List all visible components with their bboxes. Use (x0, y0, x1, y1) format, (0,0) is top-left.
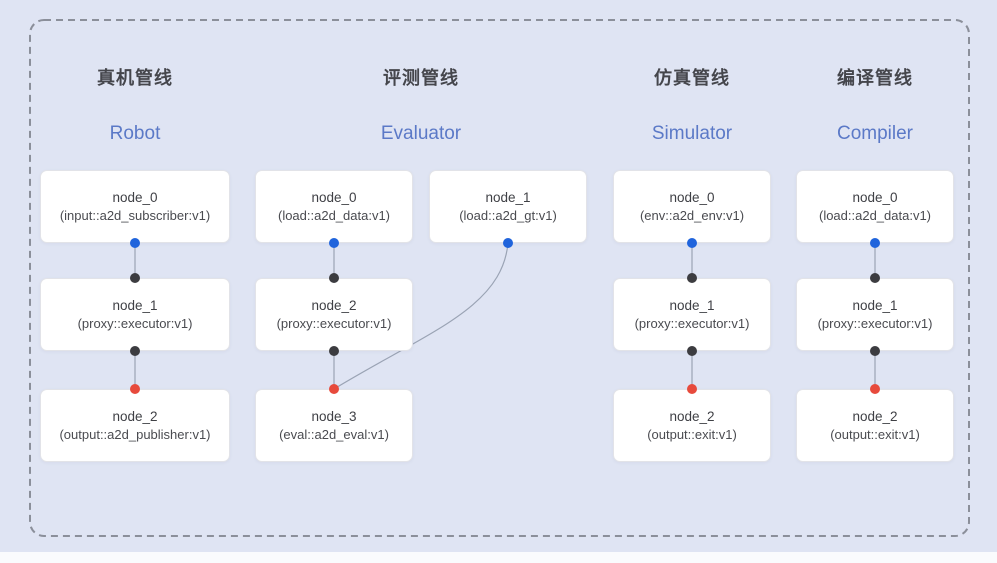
node-compiler-2[interactable]: node_2 (output::exit:v1) (796, 389, 954, 462)
node-evaluator-0[interactable]: node_0 (load::a2d_data:v1) (255, 170, 413, 243)
node-evaluator-3[interactable]: node_3 (eval::a2d_eval:v1) (255, 389, 413, 462)
node-simulator-1[interactable]: node_1 (proxy::executor:v1) (613, 278, 771, 351)
node-name: node_1 (112, 298, 158, 313)
port-dot-red-icon[interactable] (130, 384, 140, 394)
node-robot-0[interactable]: node_0 (input::a2d_subscriber:v1) (40, 170, 230, 243)
node-robot-2[interactable]: node_2 (output::a2d_publisher:v1) (40, 389, 230, 462)
edge-evaluator-n1-n3-curve (333, 242, 509, 390)
port-dot-dark-icon[interactable] (870, 273, 880, 283)
port-dot-red-icon[interactable] (687, 384, 697, 394)
node-simulator-0[interactable]: node_0 (env::a2d_env:v1) (613, 170, 771, 243)
port-dot-dark-icon[interactable] (329, 273, 339, 283)
node-type: (output::exit:v1) (647, 427, 737, 442)
node-simulator-2[interactable]: node_2 (output::exit:v1) (613, 389, 771, 462)
node-name: node_0 (852, 190, 898, 205)
node-evaluator-2[interactable]: node_2 (proxy::executor:v1) (255, 278, 413, 351)
port-dot-red-icon[interactable] (870, 384, 880, 394)
node-type: (env::a2d_env:v1) (639, 208, 745, 223)
node-name: node_0 (669, 190, 715, 205)
node-type: (proxy::executor:v1) (276, 316, 392, 331)
dashed-frame-border (29, 19, 970, 537)
node-name: node_1 (852, 298, 898, 313)
node-evaluator-1[interactable]: node_1 (load::a2d_gt:v1) (429, 170, 587, 243)
node-name: node_2 (112, 409, 158, 424)
pipeline-title-zh-robot: 真机管线 (97, 68, 173, 88)
node-type: (output::exit:v1) (830, 427, 920, 442)
node-name: node_1 (485, 190, 531, 205)
pipeline-title-en-compiler: Compiler (836, 123, 914, 144)
node-compiler-0[interactable]: node_0 (load::a2d_data:v1) (796, 170, 954, 243)
bottom-margin-strip (0, 552, 997, 563)
node-robot-1[interactable]: node_1 (proxy::executor:v1) (40, 278, 230, 351)
node-compiler-1[interactable]: node_1 (proxy::executor:v1) (796, 278, 954, 351)
node-type: (proxy::executor:v1) (817, 316, 933, 331)
port-dot-dark-icon[interactable] (687, 273, 697, 283)
pipeline-title-en-simulator: Simulator (651, 123, 733, 144)
node-type: (proxy::executor:v1) (77, 316, 193, 331)
port-dot-dark-icon[interactable] (329, 346, 339, 356)
node-name: node_2 (669, 409, 715, 424)
port-dot-blue-icon[interactable] (870, 238, 880, 248)
node-type: (proxy::executor:v1) (634, 316, 750, 331)
node-name: node_0 (112, 190, 158, 205)
port-dot-blue-icon[interactable] (329, 238, 339, 248)
port-dot-dark-icon[interactable] (130, 273, 140, 283)
port-dot-dark-icon[interactable] (870, 346, 880, 356)
node-name: node_2 (852, 409, 898, 424)
node-type: (load::a2d_gt:v1) (459, 208, 557, 223)
node-type: (output::a2d_publisher:v1) (59, 427, 211, 442)
pipeline-title-zh-simulator: 仿真管线 (654, 68, 730, 88)
node-type: (load::a2d_data:v1) (818, 208, 932, 223)
node-type: (load::a2d_data:v1) (277, 208, 391, 223)
port-dot-dark-icon[interactable] (687, 346, 697, 356)
port-dot-red-icon[interactable] (329, 384, 339, 394)
node-name: node_3 (311, 409, 357, 424)
node-type: (input::a2d_subscriber:v1) (59, 208, 211, 223)
port-dot-dark-icon[interactable] (130, 346, 140, 356)
pipeline-title-en-robot: Robot (109, 123, 161, 144)
pipeline-title-zh-evaluator: 评测管线 (383, 68, 459, 88)
port-dot-blue-icon[interactable] (687, 238, 697, 248)
pipeline-title-zh-compiler: 编译管线 (837, 68, 913, 88)
node-type: (eval::a2d_eval:v1) (279, 427, 389, 442)
node-name: node_1 (669, 298, 715, 313)
node-name: node_0 (311, 190, 357, 205)
port-dot-blue-icon[interactable] (503, 238, 513, 248)
port-dot-blue-icon[interactable] (130, 238, 140, 248)
node-name: node_2 (311, 298, 357, 313)
pipeline-title-en-evaluator: Evaluator (380, 123, 462, 144)
